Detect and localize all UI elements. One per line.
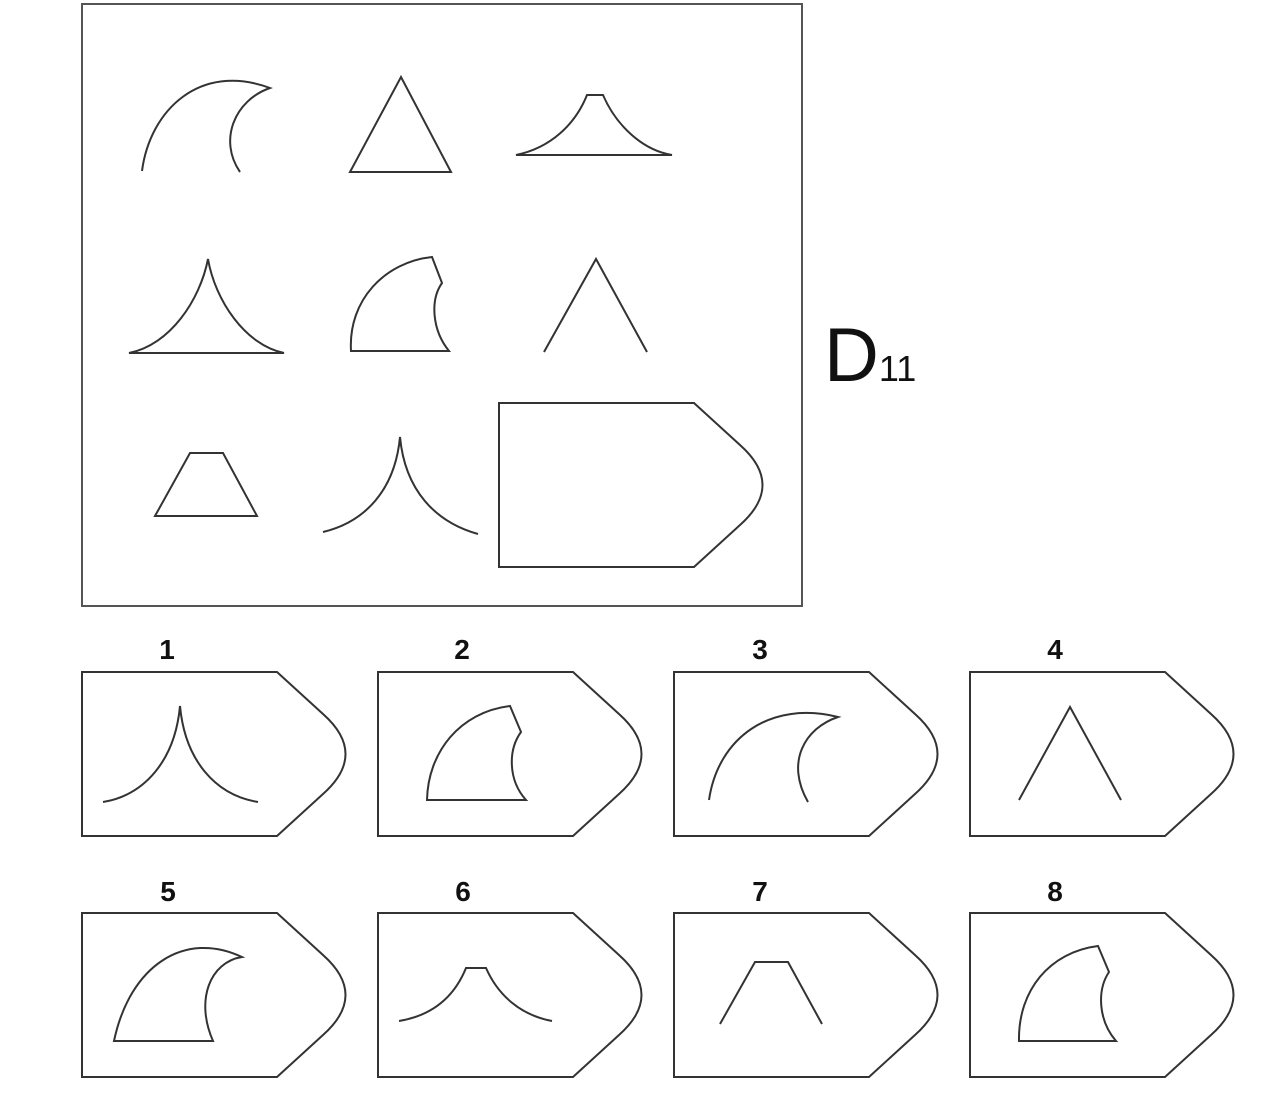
option-5-figure [112, 947, 246, 1042]
matrix-cell-r2c2 [349, 255, 452, 352]
option-number: 1 [159, 634, 175, 665]
option-2[interactable] [377, 671, 643, 837]
option-4[interactable] [969, 671, 1235, 837]
option-3-frame [673, 671, 939, 837]
option-4-figure [1018, 704, 1122, 801]
matrix-cell-r1c2 [348, 74, 453, 173]
option-5-frame [81, 912, 347, 1078]
matrix-cell-r2c3 [543, 256, 648, 353]
missing-answer-slot [498, 402, 764, 568]
matrix-cell-r3c1 [153, 452, 259, 517]
option-6-figure [398, 967, 553, 1022]
matrix-cell-r3c2 [322, 436, 479, 535]
option-number: 2 [454, 634, 470, 665]
option-7-frame [673, 912, 939, 1078]
option-8-frame [969, 912, 1235, 1078]
matrix-cell-r1c3 [515, 94, 673, 156]
option-number: 3 [752, 634, 768, 665]
option-2-figure [425, 704, 529, 801]
option-5[interactable] [81, 912, 347, 1078]
option-number: 6 [455, 876, 471, 907]
puzzle-number: 11 [878, 348, 917, 389]
option-number: 8 [1047, 876, 1063, 907]
matrix-cell-r1c1 [141, 79, 273, 173]
matrix-frame [81, 3, 803, 607]
puzzle-letter: D [824, 313, 879, 398]
option-2-frame [377, 671, 643, 837]
option-1-frame [81, 671, 347, 837]
option-7-figure [719, 961, 823, 1025]
option-8-figure [1017, 944, 1119, 1042]
option-6[interactable] [377, 912, 643, 1078]
option-number: 7 [752, 876, 768, 907]
matrix-cell-r2c1 [128, 258, 285, 354]
option-number: 4 [1047, 634, 1063, 665]
option-1-figure [102, 705, 259, 803]
option-7[interactable] [673, 912, 939, 1078]
matrix-cell-r3c3 [498, 402, 764, 568]
option-1[interactable] [81, 671, 347, 837]
option-4-frame [969, 671, 1235, 837]
option-number: 5 [160, 876, 176, 907]
option-6-frame [377, 912, 643, 1078]
option-8[interactable] [969, 912, 1235, 1078]
option-3-figure [708, 712, 842, 803]
option-3[interactable] [673, 671, 939, 837]
puzzle-label: D11 [824, 318, 916, 394]
